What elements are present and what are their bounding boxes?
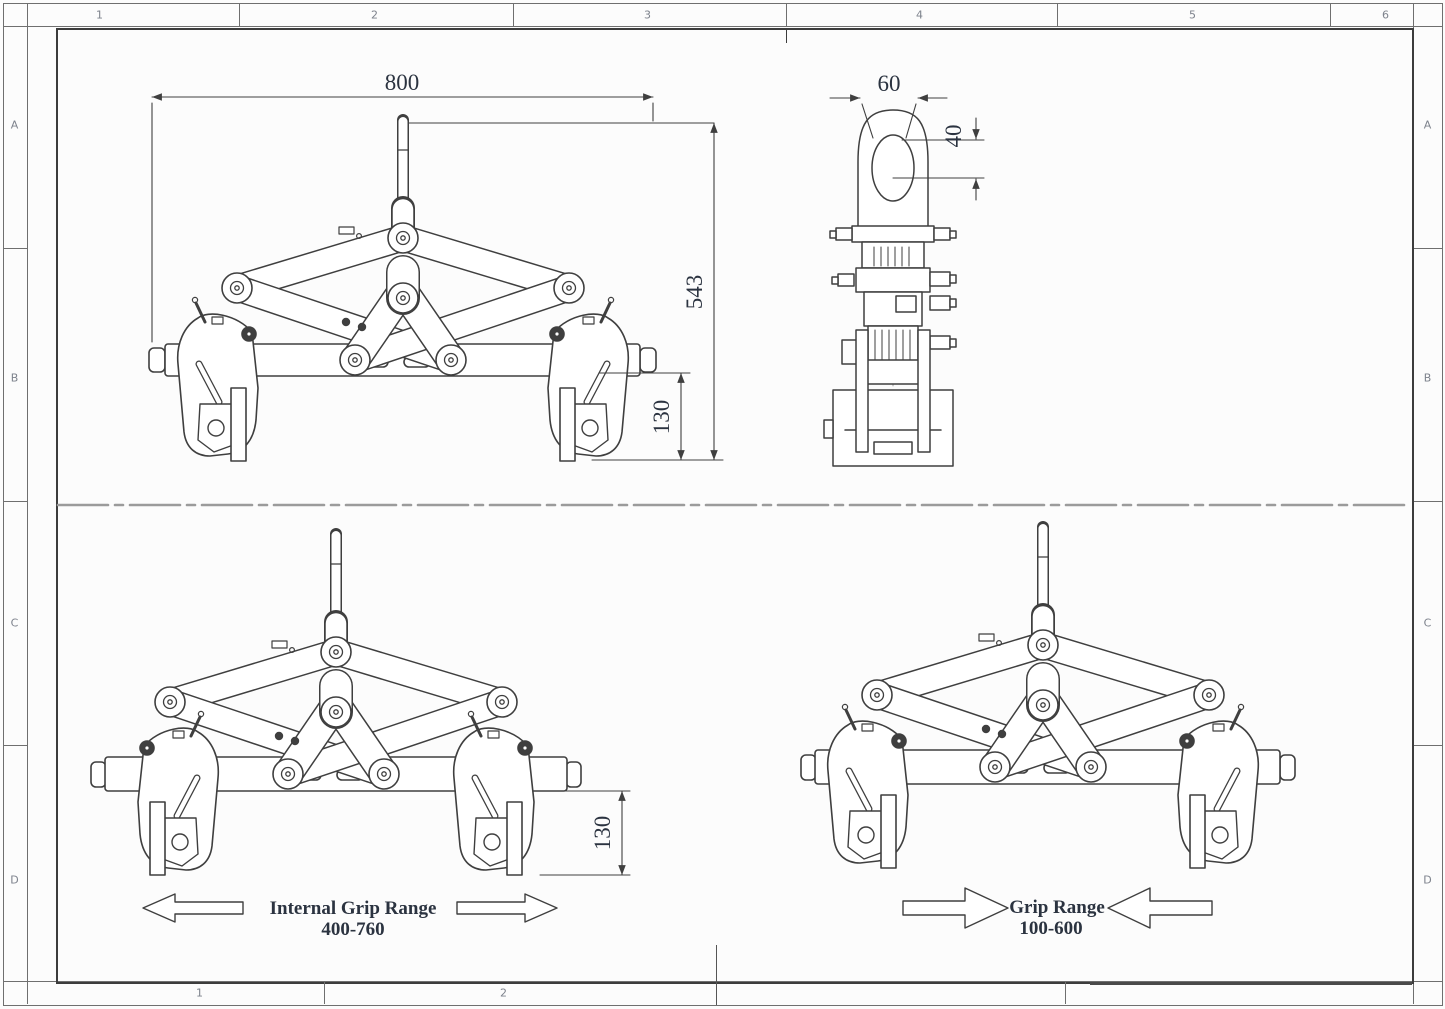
beam-end-cap <box>639 347 657 373</box>
grid-label-right-C: C <box>1423 616 1433 630</box>
front-view <box>148 120 657 461</box>
left-divider <box>3 745 27 746</box>
external-grip-arrows <box>902 887 1213 929</box>
bottom-strip-line <box>3 981 1442 982</box>
title-block-edge <box>716 945 717 1005</box>
center-tick-top <box>786 28 787 43</box>
grid-label-left-B: B <box>10 371 20 385</box>
grip-arrow-left <box>142 893 244 923</box>
grid-label-top-6: 6 <box>1382 8 1390 22</box>
grip-arrow-right <box>1107 887 1213 929</box>
grid-label-bottom-2: 2 <box>500 986 508 1000</box>
bottom-divider <box>324 982 325 1004</box>
dim-text-130: 130 <box>649 400 674 435</box>
right-divider <box>1414 745 1442 746</box>
dim-text-40: 40 <box>941 125 966 148</box>
top-divider <box>1330 3 1331 27</box>
external-grip-range: 100-600 <box>1019 918 1082 939</box>
left-strip-line <box>27 3 28 1004</box>
left-jaw <box>178 297 258 461</box>
drawing-frame <box>56 28 1414 984</box>
eye-hole <box>871 134 915 202</box>
beam-end-cap <box>148 347 166 373</box>
top-strip-line <box>3 26 1442 27</box>
grip-arrow-right <box>456 893 558 923</box>
right-jaw <box>454 711 534 875</box>
front-view-dimensions <box>151 93 724 461</box>
dim-text-543: 543 <box>682 275 707 310</box>
dim-text-130: 130 <box>590 816 615 851</box>
grid-label-top-5: 5 <box>1189 8 1197 22</box>
grid-label-left-D: D <box>10 873 20 887</box>
internal-grip-label: Internal Grip Range <box>270 898 437 919</box>
grip-arrow-left <box>902 887 1009 929</box>
grid-label-top-3: 3 <box>644 8 652 22</box>
left-divider <box>3 501 27 502</box>
left-jaw <box>138 711 218 875</box>
outer-border <box>3 3 1443 1006</box>
top-divider <box>786 3 787 27</box>
internal-grip-range: 400-760 <box>321 919 384 940</box>
right-divider <box>1414 248 1442 249</box>
left-divider <box>3 248 27 249</box>
top-divider <box>1057 3 1058 27</box>
grid-label-left-C: C <box>10 616 20 630</box>
beam-end-cap <box>565 761 582 788</box>
clamp-linkage <box>222 120 584 375</box>
beam-end-cap <box>800 754 817 781</box>
right-divider <box>1414 501 1442 502</box>
sheet-edge-dark-segment <box>1090 982 1412 985</box>
side-view-dimensions <box>829 94 985 201</box>
right-jaw <box>548 297 628 461</box>
grid-label-top-1: 1 <box>96 8 104 22</box>
clamp-linkage <box>862 527 1224 782</box>
extension-line <box>905 103 917 139</box>
right-jaw <box>1178 704 1258 868</box>
grid-label-left-A: A <box>10 118 20 132</box>
external-grip-label: Grip Range <box>1009 897 1105 918</box>
grid-label-top-2: 2 <box>371 8 379 22</box>
top-divider <box>513 3 514 27</box>
external-grip-view <box>800 527 1296 868</box>
beam-end-cap <box>90 761 107 788</box>
dim-text-60: 60 <box>878 71 901 96</box>
beam-end-cap <box>1279 754 1296 781</box>
grid-label-bottom-1: 1 <box>196 986 204 1000</box>
internal-grip-arrows <box>142 893 558 923</box>
top-divider <box>239 3 240 27</box>
bottom-divider <box>1065 982 1066 1004</box>
internal-grip-view <box>90 534 582 875</box>
dim-text-800: 800 <box>385 70 420 95</box>
internal-grip-dimensions <box>539 790 631 876</box>
extension-line <box>861 103 874 139</box>
left-jaw <box>828 704 908 868</box>
side-view <box>823 109 957 467</box>
grid-label-right-D: D <box>1423 873 1433 887</box>
grid-label-right-B: B <box>1423 371 1433 385</box>
grid-label-right-A: A <box>1423 118 1433 132</box>
grid-label-top-4: 4 <box>916 8 924 22</box>
